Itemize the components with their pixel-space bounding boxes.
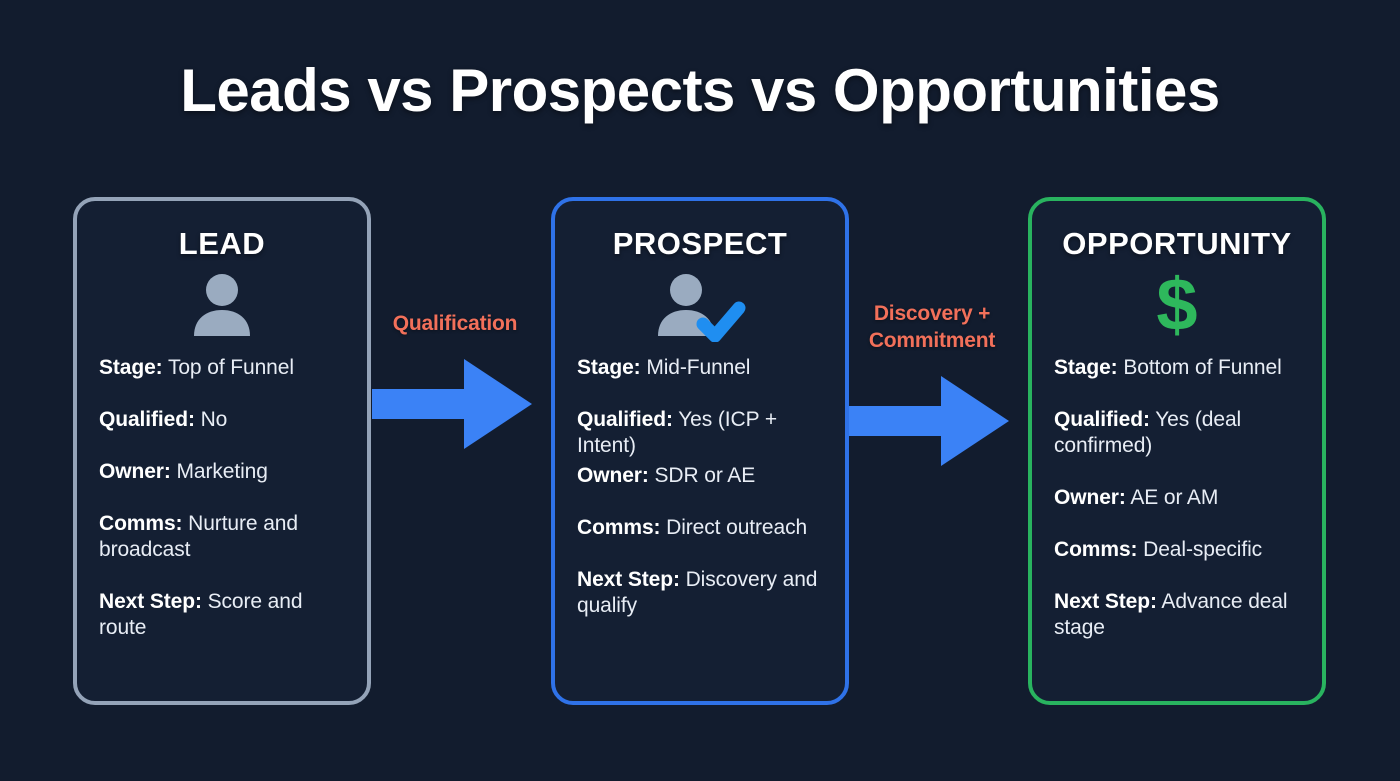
card-rows-lead: Stage: Top of Funnel Qualified: No Owner… xyxy=(99,355,345,641)
connector-lead-to-prospect: Qualification xyxy=(372,310,538,457)
row-value: Discovery and qualify xyxy=(577,568,818,618)
card-row-owner: Owner: Marketing xyxy=(99,459,345,485)
card-row-next-step: Next Step: Advance deal stage xyxy=(1054,589,1300,641)
row-label: Next Step: xyxy=(99,590,202,614)
card-title-opportunity: OPPORTUNITY xyxy=(1062,226,1292,261)
card-row-stage: Stage: Mid-Funnel xyxy=(577,355,823,381)
connector-label-qualification: Qualification xyxy=(372,310,538,337)
svg-text:$: $ xyxy=(1156,264,1197,344)
row-label: Stage: xyxy=(99,356,163,380)
card-rows-opportunity: Stage: Bottom of Funnel Qualified: Yes (… xyxy=(1054,355,1300,641)
card-rows-prospect: Stage: Mid-Funnel Qualified: Yes (ICP + … xyxy=(577,355,823,619)
row-label: Comms: xyxy=(1054,538,1138,562)
row-value: Score and route xyxy=(99,590,303,640)
stage-card-opportunity[interactable]: OPPORTUNITY $ Stage: Bottom of Funnel Qu… xyxy=(1028,197,1326,705)
stage-card-prospect[interactable]: PROSPECT Stage: Mid-Funnel Qualified: Ye… xyxy=(551,197,849,705)
arrow-right-icon xyxy=(849,376,1009,466)
row-label: Comms: xyxy=(99,512,183,536)
dollar-sign-icon: $ xyxy=(1054,264,1300,344)
card-row-stage: Stage: Top of Funnel xyxy=(99,355,345,381)
row-value: Top of Funnel xyxy=(162,356,294,380)
row-value: Advance deal stage xyxy=(1054,590,1288,640)
row-label: Qualified: xyxy=(577,408,673,432)
person-check-icon xyxy=(577,265,823,343)
row-label: Comms: xyxy=(577,516,661,540)
card-row-qualified: Qualified: Yes (ICP + Intent) xyxy=(577,407,823,459)
card-row-next-step: Next Step: Discovery and qualify xyxy=(577,567,823,619)
row-value: Nurture and broadcast xyxy=(99,512,298,562)
row-label: Owner: xyxy=(99,460,171,484)
connector-label-discovery-commitment: Discovery + Commitment xyxy=(849,300,1015,354)
row-label: Owner: xyxy=(577,464,649,488)
card-row-qualified: Qualified: No xyxy=(99,407,345,433)
connector-label-line1: Qualification xyxy=(392,312,518,335)
card-row-comms: Comms: Direct outreach xyxy=(577,515,823,541)
row-value: Marketing xyxy=(170,460,268,484)
row-value: Mid-Funnel xyxy=(640,356,751,380)
card-row-owner: Owner: AE or AM xyxy=(1054,485,1300,511)
card-title-prospect: PROSPECT xyxy=(612,226,788,261)
row-label: Qualified: xyxy=(1054,408,1150,432)
card-title-lead: LEAD xyxy=(178,226,266,261)
row-value: Bottom of Funnel xyxy=(1117,356,1282,380)
card-row-qualified: Qualified: Yes (deal confirmed) xyxy=(1054,407,1300,459)
row-value: Direct outreach xyxy=(660,516,808,540)
person-icon xyxy=(99,265,345,343)
page-title: Leads vs Prospects vs Opportunities xyxy=(180,57,1220,124)
card-row-owner: Owner: SDR or AE xyxy=(577,463,823,489)
row-label: Next Step: xyxy=(1054,590,1157,614)
card-row-stage: Stage: Bottom of Funnel xyxy=(1054,355,1300,381)
arrow-right-icon xyxy=(372,359,532,449)
card-row-comms: Comms: Deal-specific xyxy=(1054,537,1300,563)
row-value: AE or AM xyxy=(1125,486,1219,510)
connector-label-line1: Discovery + xyxy=(873,302,991,325)
stage-card-lead[interactable]: LEAD Stage: Top of Funnel Qualified: No … xyxy=(73,197,371,705)
row-label: Stage: xyxy=(1054,356,1118,380)
row-label: Owner: xyxy=(1054,486,1126,510)
connector-label-line2: Commitment xyxy=(868,329,996,352)
row-value: Deal-specific xyxy=(1137,538,1263,562)
row-value: SDR or AE xyxy=(648,464,756,488)
row-value: Yes (ICP + Intent) xyxy=(577,408,778,458)
connector-prospect-to-opportunity: Discovery + Commitment xyxy=(849,300,1015,474)
card-row-next-step: Next Step: Score and route xyxy=(99,589,345,641)
row-value: Yes (deal confirmed) xyxy=(1054,408,1242,458)
row-value: No xyxy=(194,408,228,432)
row-label: Next Step: xyxy=(577,568,680,592)
card-row-comms: Comms: Nurture and broadcast xyxy=(99,511,345,563)
row-label: Stage: xyxy=(577,356,641,380)
row-label: Qualified: xyxy=(99,408,195,432)
